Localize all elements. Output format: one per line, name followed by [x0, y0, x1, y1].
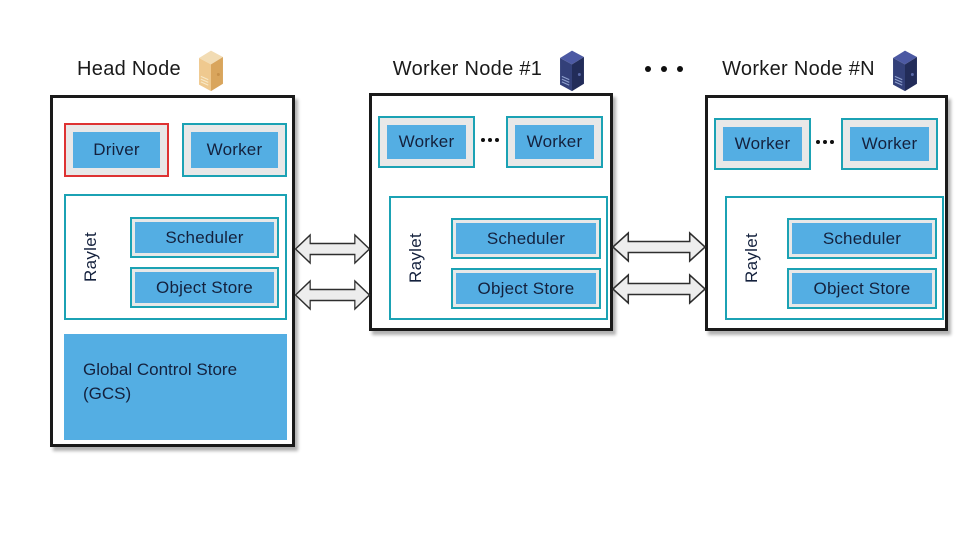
- driver-label: Driver: [73, 132, 160, 168]
- worker-node-n-box: Worker Worker Raylet Scheduler Object St…: [705, 95, 948, 331]
- head-scheduler-label: Scheduler: [135, 222, 274, 253]
- worker-node-n-title-row: Worker Node #N: [700, 44, 944, 94]
- worker-node-n-scheduler-box: Scheduler: [787, 218, 937, 259]
- worker-node-n-object-store-box: Object Store: [787, 268, 937, 309]
- worker-node-1-raylet-label: Raylet: [406, 233, 425, 283]
- object-store-label: Object Store: [792, 273, 932, 304]
- worker-node-1-title-row: Worker Node #1: [369, 44, 613, 94]
- worker-label: Worker: [387, 125, 466, 159]
- double-arrow-icon: [611, 273, 707, 305]
- server-tower-icon-navy: [560, 50, 585, 92]
- double-arrow-icon: [294, 279, 371, 311]
- server-tower-icon-navy: [892, 50, 917, 92]
- head-object-store-label: Object Store: [135, 272, 274, 303]
- between-nodes-ellipsis-icon: [638, 66, 690, 72]
- object-store-label: Object Store: [456, 273, 596, 304]
- worker-node-n-raylet-box: Raylet Scheduler Object Store: [725, 196, 944, 320]
- worker-node-1-worker-box-left: Worker: [378, 116, 475, 168]
- worker-node-1-scheduler-box: Scheduler: [451, 218, 601, 259]
- head-scheduler-box: Scheduler: [130, 217, 279, 258]
- worker-node-1-raylet-box: Raylet Scheduler Object Store: [389, 196, 608, 320]
- worker-node-n-title: Worker Node #N: [722, 57, 875, 80]
- double-arrow-icon: [294, 233, 371, 265]
- driver-box: Driver: [64, 123, 169, 177]
- scheduler-label: Scheduler: [456, 223, 596, 254]
- head-node-box: Driver Worker Raylet Scheduler Object St…: [50, 95, 295, 447]
- worker-node-1-box: Worker Worker Raylet Scheduler Object St…: [369, 93, 613, 331]
- double-arrow-icon: [611, 231, 707, 263]
- worker-label: Worker: [850, 127, 929, 161]
- scheduler-label: Scheduler: [792, 223, 932, 254]
- head-raylet-box: Raylet Scheduler Object Store: [64, 194, 287, 320]
- worker-label: Worker: [723, 127, 802, 161]
- worker-label: Worker: [515, 125, 594, 159]
- head-object-store-box: Object Store: [130, 267, 279, 308]
- head-worker-box: Worker: [182, 123, 287, 177]
- worker-node-n-worker-box-right: Worker: [841, 118, 938, 170]
- server-tower-icon-tan: [198, 50, 223, 92]
- gcs-box: Global Control Store (GCS): [64, 334, 287, 440]
- workers-ellipsis-icon: [811, 140, 839, 144]
- worker-node-1-object-store-box: Object Store: [451, 268, 601, 309]
- head-raylet-label: Raylet: [81, 232, 100, 282]
- head-node-title: Head Node: [77, 57, 181, 80]
- worker-node-1-title: Worker Node #1: [392, 57, 543, 80]
- head-worker-label: Worker: [191, 132, 278, 168]
- workers-ellipsis-icon: [476, 138, 504, 142]
- worker-node-1-worker-box-right: Worker: [506, 116, 603, 168]
- worker-node-n-raylet-label: Raylet: [742, 233, 761, 283]
- worker-node-n-worker-box-left: Worker: [714, 118, 811, 170]
- head-node-title-row: Head Node: [30, 44, 275, 94]
- gcs-label: Global Control Store (GCS): [83, 360, 238, 403]
